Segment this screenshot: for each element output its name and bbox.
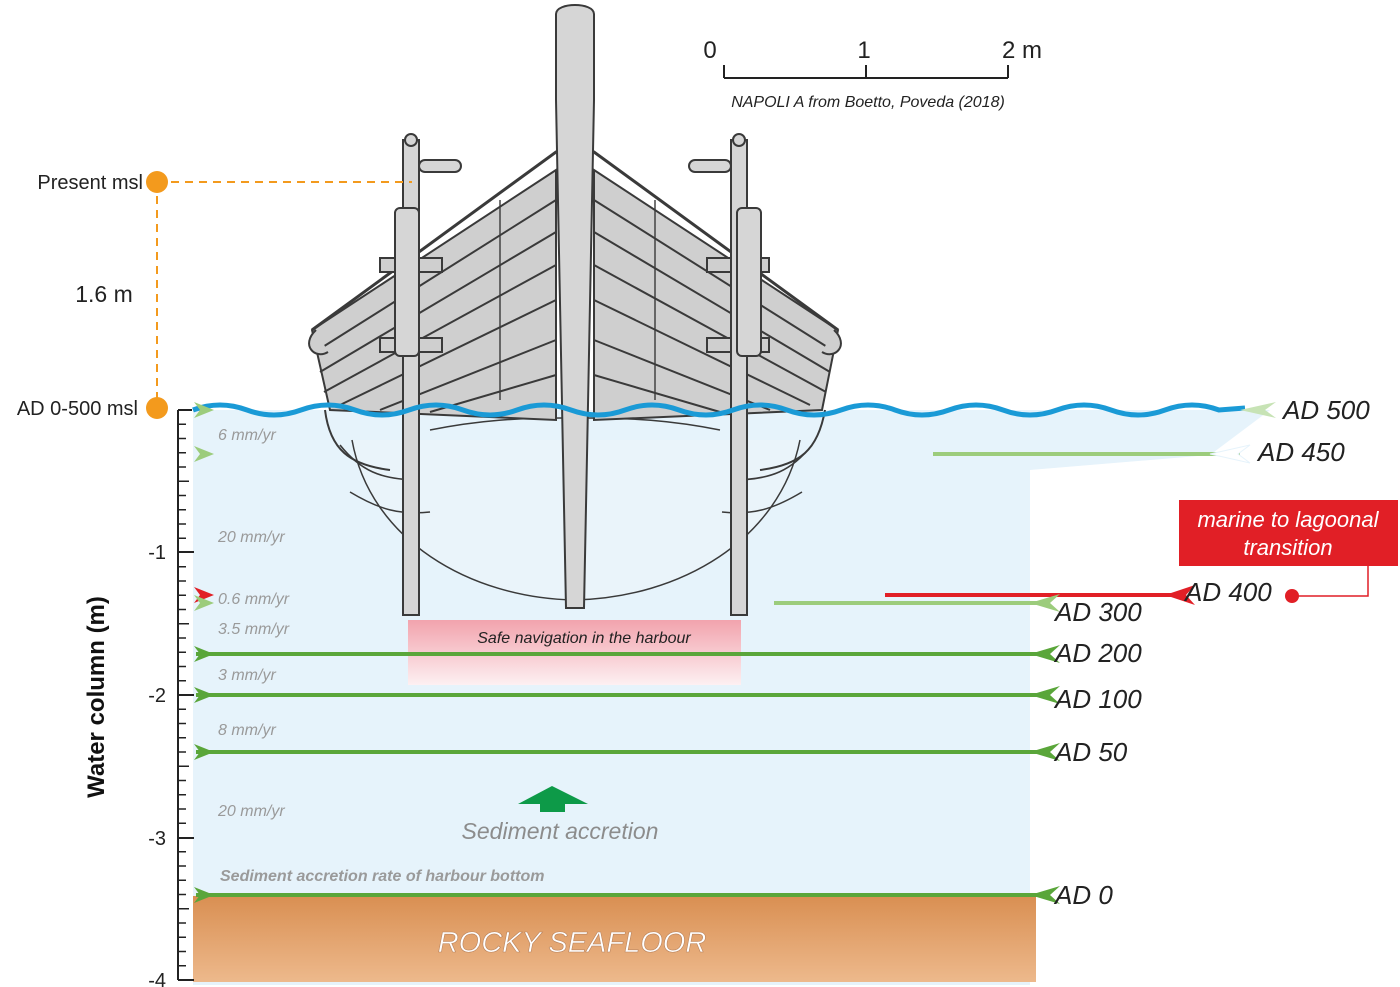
seafloor-label: ROCKY SEAFLOOR [438,927,707,959]
axis-tick-label: -2 [148,685,166,707]
ship-hull [308,150,842,601]
ancient-msl-label: AD 0-500 msl [17,398,138,420]
ancient-msl-marker [146,397,168,419]
rate-label: 3.5 mm/yr [218,621,290,638]
depth-axis [177,409,194,981]
rate-label: 0.6 mm/yr [218,591,290,608]
transition-marker [1285,589,1299,603]
safe-navigation-label: Safe navigation in the harbour [477,630,691,647]
level-label-ad0: AD 0 [1053,880,1113,910]
sea-surface [192,402,1246,418]
scale-bar [723,65,1009,79]
level-label-ad450: AD 450 [1256,437,1345,467]
scale-tick-label: 0 [703,37,716,64]
axis-tick-label: -4 [148,970,166,987]
transition-label-line1: marine to lagoonal [1197,507,1379,532]
level-label-ad300: AD 300 [1053,597,1142,627]
level-arrowheads-left [194,402,214,903]
axis-tick-label: -1 [148,542,166,564]
sediment-accretion-arrow [518,786,588,812]
present-msl-label: Present msl [37,172,143,194]
axis-tick-label: -3 [148,828,166,850]
accretion-rate-label: Sediment accretion rate of harbour botto… [220,868,544,885]
level-label-ad50: AD 50 [1053,737,1128,767]
rate-label: 3 mm/yr [218,667,276,684]
level-label-ad200: AD 200 [1053,638,1142,668]
level-label-ad400: AD 400 [1183,577,1272,607]
right-steering-oar [688,133,762,616]
rate-label: 20 mm/yr [217,803,285,820]
axis-minor-ticks [178,423,189,967]
transition-leader-line [1292,566,1369,597]
transition-label-line2: transition [1243,535,1332,560]
present-msl-marker [146,171,168,193]
level-label-ad100: AD 100 [1053,684,1142,714]
rate-label: 6 mm/yr [218,427,276,444]
sediment-accretion-label: Sediment accretion [462,818,659,844]
rocky-seafloor [193,896,1036,982]
scale-tick-label: 1 [857,37,870,64]
level-label-ad500: AD 500 [1281,395,1370,425]
rate-label: 20 mm/yr [217,529,285,546]
axis-title: Water column (m) [83,596,110,798]
scale-tick-label: 2 m [1002,37,1042,64]
rate-label: 8 mm/yr [218,722,276,739]
transition-box [1179,500,1398,566]
level-arrowheads-right [1030,402,1276,904]
stem-post [555,4,595,609]
scale-caption: NAPOLI A from Boetto, Poveda (2018) [731,94,1005,111]
left-steering-oar [394,133,462,616]
msl-difference-label: 1.6 m [75,281,133,307]
